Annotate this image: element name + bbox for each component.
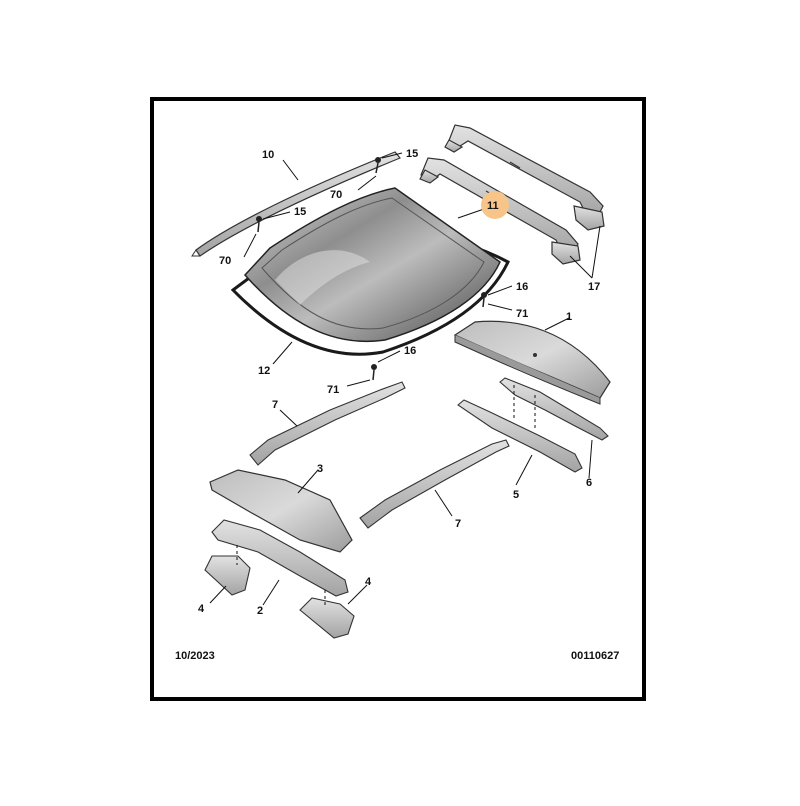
callout-12: 12 (258, 365, 270, 377)
roof-bow-lower (359, 439, 510, 529)
alignment-lines (236, 385, 536, 605)
callout-6: 6 (586, 477, 592, 489)
callout-4-right: 4 (365, 576, 372, 588)
callout-15-upper: 15 (406, 148, 418, 160)
callout-1: 1 (566, 311, 572, 323)
screw-right (481, 292, 487, 308)
callout-17: 17 (588, 281, 600, 293)
callouts: 10 11 12 1 2 3 4 4 5 6 7 7 17 15 70 15 7… (198, 148, 600, 617)
callout-70-upper: 70 (330, 189, 342, 201)
callout-70-left: 70 (219, 255, 231, 267)
leader-lines (209, 152, 601, 606)
panoramic-glass-roof (243, 187, 501, 342)
callout-16-right: 16 (516, 281, 528, 293)
windscreen-header (499, 377, 609, 441)
callout-5: 5 (513, 489, 519, 501)
rear-roof-crossmember (211, 519, 349, 597)
roof-rail-left (191, 151, 401, 257)
date-code: 10/2023 (175, 650, 215, 662)
reference-number: 00110627 (571, 650, 619, 662)
clip-upper (375, 157, 381, 174)
screw-front (371, 364, 377, 381)
callout-11: 11 (487, 200, 499, 212)
rear-bracket-right (299, 597, 355, 639)
callout-highlight (481, 191, 509, 219)
callout-7-lower: 7 (455, 518, 461, 530)
callout-2: 2 (257, 605, 263, 617)
rear-bracket-left (204, 555, 251, 596)
callout-10: 10 (262, 149, 274, 161)
callout-71-right: 71 (516, 308, 528, 320)
front-roof-crossmember (457, 399, 583, 473)
rear-header-panel (209, 469, 353, 553)
callout-15-left: 15 (294, 206, 306, 218)
callout-4-left: 4 (198, 603, 205, 615)
clip-left (256, 216, 262, 233)
roof-bow-upper (249, 381, 406, 466)
callout-71-front: 71 (327, 384, 339, 396)
callout-16-front: 16 (404, 345, 416, 357)
callout-7-upper: 7 (272, 399, 278, 411)
roof-panel (453, 320, 611, 405)
callout-3: 3 (317, 463, 323, 475)
